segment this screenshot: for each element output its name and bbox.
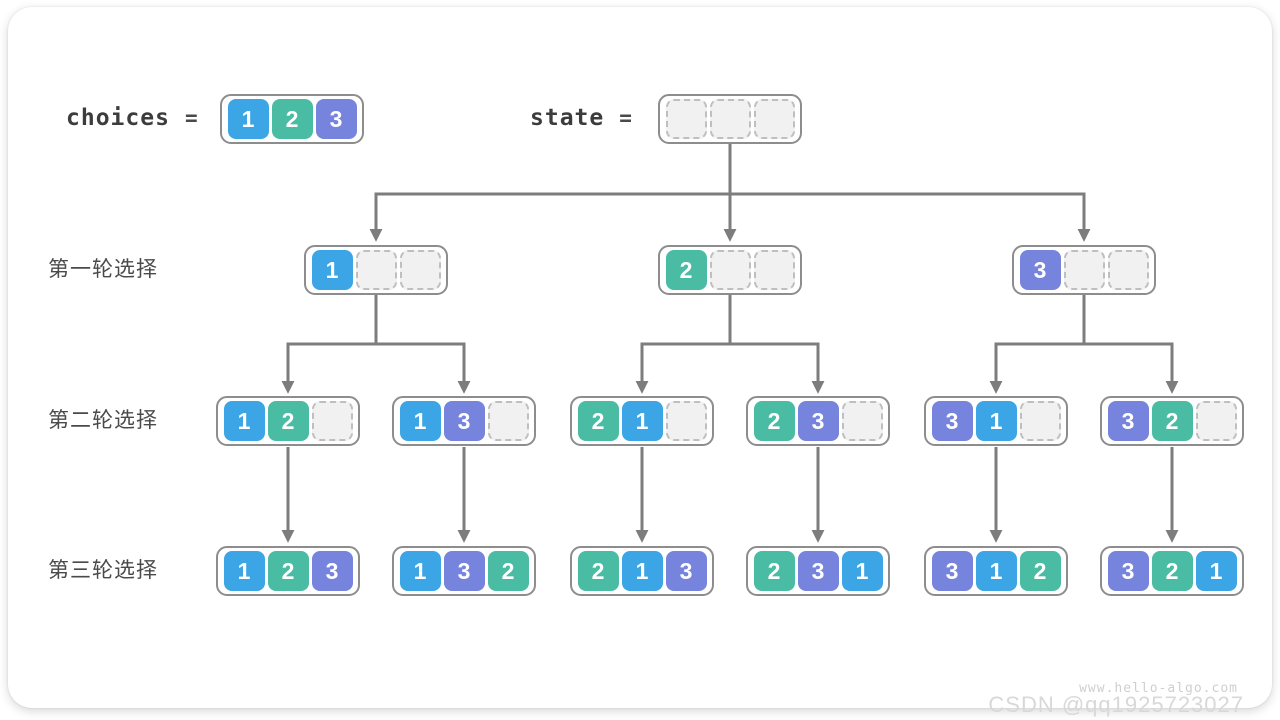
tree-node-l1-2: 3 (1012, 245, 1156, 295)
empty-slot (1107, 250, 1149, 290)
empty-slot (487, 401, 529, 441)
empty-slot (709, 250, 751, 290)
value-cell: 3 (443, 401, 485, 441)
value-cell: 3 (797, 401, 839, 441)
empty-slot (355, 250, 397, 290)
tree-connectors (281, 141, 1179, 543)
empty-slot (709, 99, 751, 139)
empty-slot (1063, 250, 1105, 290)
empty-slot (753, 99, 795, 139)
value-cell: 1 (223, 551, 265, 591)
empty-slot (665, 401, 707, 441)
round-3-label: 第三轮选择 (48, 559, 158, 582)
value-cell: 1 (975, 401, 1017, 441)
value-cell: 3 (311, 551, 353, 591)
choices-label: choices (66, 105, 170, 131)
value-cell: 1 (311, 250, 353, 290)
value-cell: 3 (931, 551, 973, 591)
choices-equals-sign: = (184, 106, 198, 130)
empty-slot (665, 99, 707, 139)
value-cell: 2 (577, 401, 619, 441)
value-cell: 1 (223, 401, 265, 441)
value-cell: 2 (1151, 401, 1193, 441)
hello-algo-watermark: www.hello-algo.com (1079, 681, 1238, 696)
empty-slot (1195, 401, 1237, 441)
value-cell: 2 (753, 551, 795, 591)
value-cell: 3 (1107, 551, 1149, 591)
state-array (658, 94, 802, 144)
value-cell: 2 (271, 99, 313, 139)
empty-slot (753, 250, 795, 290)
state-label: state (530, 105, 605, 131)
value-cell: 2 (665, 250, 707, 290)
value-cell: 1 (621, 551, 663, 591)
round-1-label: 第一轮选择 (48, 258, 158, 281)
value-cell: 2 (267, 551, 309, 591)
empty-slot (841, 401, 883, 441)
csdn-watermark: CSDN @qq1925723027 (988, 692, 1244, 717)
tree-node-l1-1: 2 (658, 245, 802, 295)
value-cell: 3 (315, 99, 357, 139)
value-cell: 2 (1019, 551, 1061, 591)
value-cell: 2 (577, 551, 619, 591)
value-cell: 3 (443, 551, 485, 591)
value-cell: 3 (1019, 250, 1061, 290)
value-cell: 3 (797, 551, 839, 591)
value-cell: 1 (399, 401, 441, 441)
tree-node-l1-0: 1 (304, 245, 448, 295)
value-cell: 1 (399, 551, 441, 591)
value-cell: 2 (1151, 551, 1193, 591)
value-cell: 3 (665, 551, 707, 591)
value-cell: 2 (267, 401, 309, 441)
empty-slot (311, 401, 353, 441)
value-cell: 1 (975, 551, 1017, 591)
empty-slot (399, 250, 441, 290)
value-cell: 2 (753, 401, 795, 441)
value-cell: 1 (841, 551, 883, 591)
state-equals-sign: = (619, 106, 632, 130)
round-2-label: 第二轮选择 (48, 409, 158, 432)
value-cell: 3 (931, 401, 973, 441)
value-cell: 1 (227, 99, 269, 139)
value-cell: 1 (1195, 551, 1237, 591)
value-cell: 3 (1107, 401, 1149, 441)
empty-slot (1019, 401, 1061, 441)
state-expression: state = (530, 93, 632, 143)
value-cell: 1 (621, 401, 663, 441)
choices-expression: choices = (66, 93, 198, 143)
value-cell: 2 (487, 551, 529, 591)
